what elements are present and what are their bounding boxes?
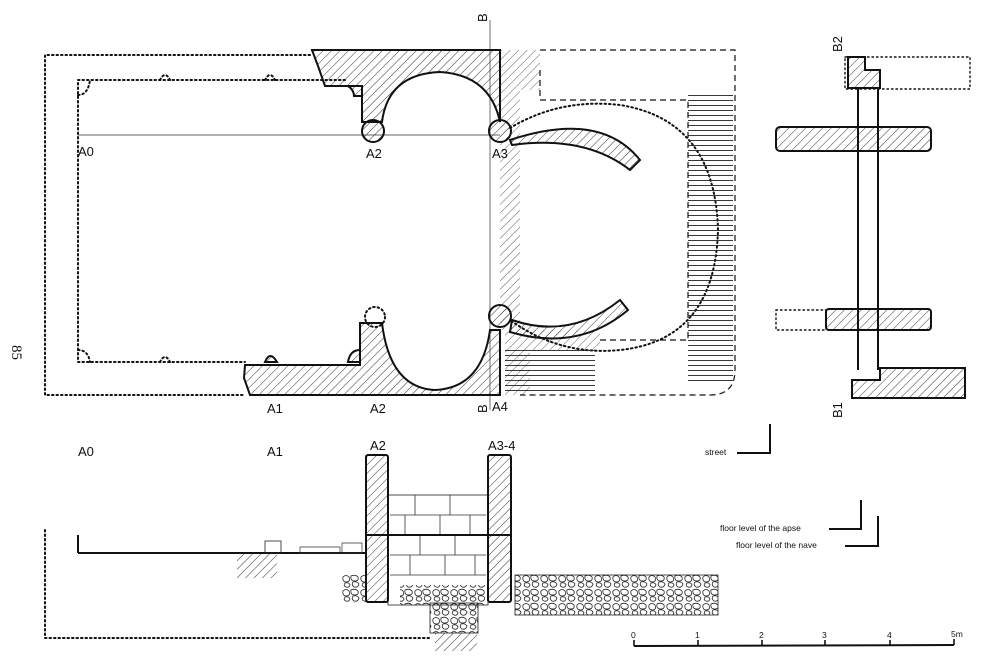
section-b-beam-upper	[775, 126, 932, 152]
plan-view	[44, 20, 736, 410]
label-b-bottom: B	[475, 404, 490, 413]
wall-a34	[487, 454, 512, 603]
scale-tick-0: 0	[631, 630, 636, 640]
north-wall	[310, 49, 501, 123]
label-b1: B1	[830, 402, 845, 418]
scale-tick-4: 4	[887, 630, 892, 640]
section-a-outline	[44, 529, 431, 639]
wall-a2	[365, 454, 389, 603]
section-b-top-wall	[847, 56, 881, 89]
column-missing	[364, 306, 386, 328]
scale-bar: 0 1 2 3 4 5m	[631, 629, 963, 647]
label-a2-bottom: A2	[370, 401, 386, 416]
rubble-left	[342, 575, 366, 603]
section-a: A0 A1 A2 A3-4	[44, 438, 719, 651]
foundation-remains	[505, 350, 595, 395]
scale-tick-5: 5m	[951, 629, 963, 639]
foundation-base	[435, 633, 477, 651]
scale-tick-3: 3	[822, 630, 827, 640]
label-section-a1: A1	[267, 444, 283, 459]
label-floor-apse: floor level of the apse	[720, 523, 801, 533]
apse-wall-trace	[500, 50, 600, 395]
inner-wall-outline	[77, 79, 346, 363]
label-b-top: B	[475, 13, 490, 22]
pilaster-bases	[263, 85, 363, 363]
label-floor-nave: floor level of the nave	[736, 540, 817, 550]
apse-foundation	[688, 95, 733, 385]
column-a2	[361, 119, 385, 143]
outer-wall-outline	[44, 54, 311, 396]
outer-apse-outline	[520, 49, 736, 396]
scale-tick-2: 2	[759, 630, 764, 640]
label-section-a34: A3-4	[488, 438, 515, 453]
label-section-a0: A0	[78, 444, 94, 459]
foundation-rubble	[429, 602, 479, 634]
label-a2-top: A2	[366, 146, 382, 161]
section-b: B2 B1	[775, 36, 971, 418]
label-b2: B2	[830, 36, 845, 52]
level-legend: street floor level of the apse floor lev…	[705, 424, 879, 550]
section-b-bottom-wall	[851, 367, 966, 399]
label-a4: A4	[492, 399, 508, 414]
apse-wall-fragments	[508, 127, 642, 340]
rubble-fill	[514, 574, 719, 616]
plan-labels: A0 A2 A3 A1 A2 A4 B B 85	[8, 13, 508, 416]
inner-apse-outline	[539, 70, 689, 341]
foundation-block	[237, 553, 277, 578]
label-a0: A0	[78, 144, 94, 159]
pilasters	[77, 74, 276, 363]
label-a3: A3	[492, 146, 508, 161]
label-street: street	[705, 447, 727, 457]
south-wall	[242, 322, 501, 396]
label-section-a2: A2	[370, 438, 386, 453]
page-number: 85	[8, 345, 24, 360]
label-a1: A1	[267, 401, 283, 416]
scale-tick-1: 1	[695, 630, 700, 640]
